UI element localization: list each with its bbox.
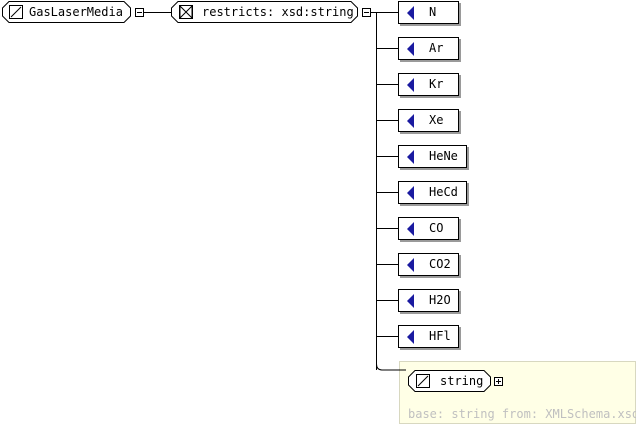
connector [371,12,376,13]
enumeration-node[interactable]: CO [398,217,459,240]
octagon-frame [2,1,131,23]
enumeration-value: CO [429,221,444,235]
enumeration-node[interactable]: Kr [398,73,459,96]
tree-trunk [376,12,377,370]
expand-toggle-base-type[interactable] [494,377,503,386]
enumeration-value: Kr [429,77,444,91]
enumeration-icon [407,294,414,308]
enumeration-value: CO2 [429,257,451,271]
enumeration-node[interactable]: N [398,1,459,24]
enumeration-node[interactable]: HeCd [398,181,467,204]
enumeration-node[interactable]: Xe [398,109,459,132]
collapse-toggle-root[interactable] [135,8,144,17]
connector [376,192,398,193]
enumeration-value: HeCd [429,185,458,199]
connector [376,84,398,85]
root-type-label: GasLaserMedia [29,5,123,19]
enumeration-value: Xe [429,113,444,127]
enumeration-node[interactable]: H2O [398,289,459,312]
connector [376,264,398,265]
connector [376,300,398,301]
connector [376,156,398,157]
enumeration-node[interactable]: CO2 [398,253,459,276]
enumeration-value: HFl [429,329,451,343]
enumeration-node[interactable]: HeNe [398,145,467,168]
base-type-node[interactable]: string [408,370,491,392]
enumeration-node[interactable]: HFl [398,325,459,348]
enumeration-icon [407,258,414,272]
enumeration-node[interactable]: Ar [398,37,459,60]
root-type-node[interactable]: GasLaserMedia [2,1,131,23]
restriction-node[interactable]: restricts: xsd:string [171,1,358,23]
base-type-label: string [440,374,484,388]
enumeration-value: HeNe [429,149,458,163]
restriction-label: restricts: xsd:string [202,5,354,19]
connector [144,12,171,13]
connector [376,48,398,49]
enumeration-icon [407,114,414,128]
collapse-toggle-restriction[interactable] [362,8,371,17]
enumeration-icon [407,6,414,20]
octagon-frame [171,1,358,23]
connector-curve [376,358,406,371]
connector [376,12,398,13]
enumeration-value: H2O [429,293,451,307]
connector [376,228,398,229]
connector [376,336,398,337]
enumeration-value: Ar [429,41,444,55]
enumeration-icon [407,42,414,56]
enumeration-icon [407,222,414,236]
base-type-caption: base: string from: XMLSchema.xsd [408,407,636,421]
enumeration-icon [407,150,414,164]
connector [376,120,398,121]
enumeration-icon [407,78,414,92]
enumeration-icon [407,186,414,200]
enumeration-icon [407,330,414,344]
enumeration-value: N [429,5,437,19]
